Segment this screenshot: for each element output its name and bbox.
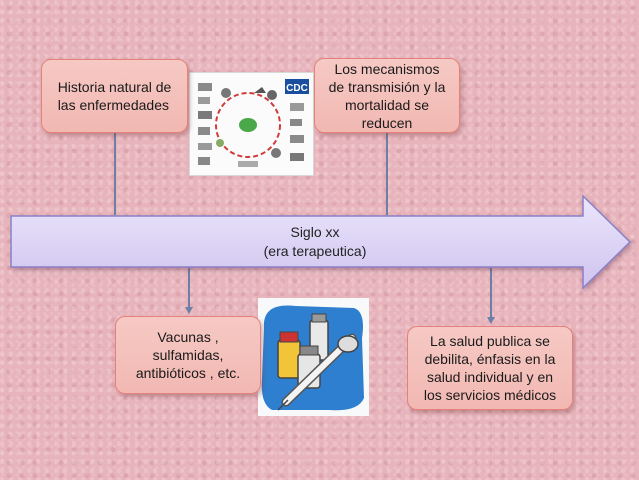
connector-mecanismos — [386, 133, 388, 215]
cdc-logo-text: CDC — [286, 83, 308, 94]
timeline-label-1: Siglo xx — [290, 224, 340, 240]
box-mecanismos: Los mecanismos de transmisión y la morta… — [314, 58, 460, 133]
cdc-logo-icon — [285, 79, 309, 94]
life-cycle-illustration: CDC — [198, 79, 309, 167]
medicine-vials-syringe-image — [258, 298, 369, 416]
connector-vacunas — [188, 268, 190, 308]
box-vacunas-text: Vacunas , sulfamidas, antibióticos , etc… — [135, 329, 241, 381]
timeline-label-2: (era terapeutica) — [263, 243, 367, 259]
arrowhead-salud — [487, 317, 495, 324]
box-salud-publica: La salud publica se debilita, énfasis en… — [407, 326, 573, 410]
connector-salud — [490, 268, 492, 318]
arrowhead-vacunas — [185, 307, 193, 314]
timeline-arrow-shape — [10, 194, 632, 290]
box-historia-text: Historia natural de las enfermedades — [57, 79, 172, 113]
connector-historia — [114, 133, 116, 215]
box-vacunas: Vacunas , sulfamidas, antibióticos , etc… — [115, 316, 261, 394]
box-salud-text: La salud publica se debilita, énfasis en… — [423, 333, 557, 403]
box-historia-natural: Historia natural de las enfermedades — [41, 59, 188, 133]
life-cycle-diagram-image: CDC — [189, 72, 314, 176]
vials-syringe-illustration — [261, 305, 364, 411]
box-mecanismos-text: Los mecanismos de transmisión y la morta… — [328, 60, 446, 131]
